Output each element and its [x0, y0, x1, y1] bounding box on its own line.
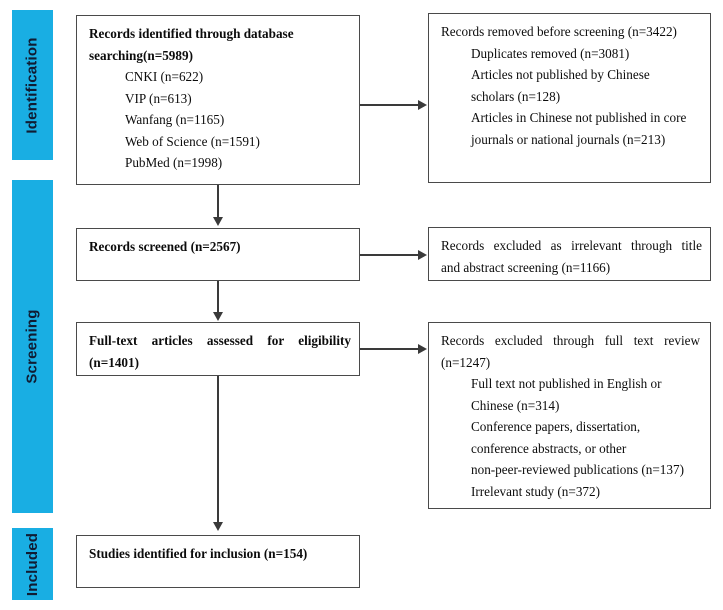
excluded-fulltext-heading-line2: (n=1247) [441, 354, 491, 370]
arrowhead-identified-to-removed [418, 99, 427, 110]
source-web-of-science: Web of Science (n=1591) [125, 133, 260, 149]
connector-identified-to-screened [217, 185, 219, 219]
excluded-title-abstract-line1: Records excluded as irrelevant through t… [441, 238, 702, 253]
source-cnki: CNKI (n=622) [125, 69, 204, 84]
connector-screened-to-excluded-title [360, 254, 419, 256]
stage-bar-identification: Identification [12, 10, 53, 160]
removed-not-core-journals-line1: Articles in Chinese not published in cor… [471, 110, 687, 125]
connector-fulltext-to-included [217, 376, 219, 524]
records-identified-title-line2: searching(n=5989) [89, 47, 193, 63]
removed-duplicates: Duplicates removed (n=3081) [471, 45, 630, 61]
box-excluded-fulltext: Records excluded through full text revie… [428, 322, 711, 509]
studies-included-title: Studies identified for inclusion (n=154) [89, 546, 308, 561]
records-removed-heading: Records removed before screening (n=3422… [441, 24, 677, 39]
arrowhead-screened-to-fulltext [212, 312, 223, 321]
stage-label-included: Included [24, 532, 41, 596]
arrowhead-fulltext-to-excluded-fulltext [418, 343, 427, 354]
box-records-identified: Records identified through database sear… [76, 15, 360, 185]
arrowhead-screened-to-excluded-title [418, 249, 427, 260]
box-records-removed: Records removed before screening (n=3422… [428, 13, 711, 183]
fulltext-assessed-title-line2: (n=1401) [89, 354, 140, 370]
box-records-screened: Records screened (n=2567) [76, 228, 360, 281]
excluded-reason-language-line1: Full text not published in English or [471, 376, 662, 391]
arrowhead-fulltext-to-included [212, 522, 223, 531]
source-pubmed: PubMed (n=1998) [125, 155, 223, 170]
fulltext-assessed-title-line1: Full-text articles assessed for eligibil… [89, 333, 351, 348]
stage-bar-screening: Screening [12, 180, 53, 513]
removed-not-chinese-scholars-line2: scholars (n=128) [471, 88, 561, 104]
connector-fulltext-to-excluded-fulltext [360, 348, 419, 350]
stage-label-identification: Identification [24, 36, 42, 134]
arrowhead-identified-to-screened [212, 217, 223, 226]
excluded-reason-irrelevant: Irrelevant study (n=372) [471, 483, 601, 499]
removed-not-core-journals-line2: journals or national journals (n=213) [471, 131, 666, 147]
excluded-title-abstract-line2: and abstract screening (n=1166) [441, 259, 611, 275]
box-studies-included: Studies identified for inclusion (n=154) [76, 535, 360, 588]
source-wanfang: Wanfang (n=1165) [125, 112, 225, 127]
records-identified-title-line1: Records identified through database [89, 26, 294, 41]
stage-label-screening: Screening [24, 309, 42, 384]
excluded-reason-publication-type-line1: Conference papers, dissertation, [471, 419, 641, 434]
records-screened-title: Records screened (n=2567) [89, 239, 241, 254]
excluded-reason-publication-type-line2: conference abstracts, or other [471, 440, 627, 456]
connector-screened-to-fulltext [217, 281, 219, 314]
source-vip: VIP (n=613) [125, 90, 192, 106]
excluded-reason-language-line2: Chinese (n=314) [471, 397, 560, 413]
removed-not-chinese-scholars-line1: Articles not published by Chinese [471, 67, 650, 82]
box-excluded-title-abstract: Records excluded as irrelevant through t… [428, 227, 711, 281]
excluded-fulltext-heading-line1: Records excluded through full text revie… [441, 333, 700, 348]
excluded-reason-publication-type-line3: non-peer-reviewed publications (n=137) [471, 462, 684, 477]
connector-identified-to-removed [360, 104, 419, 106]
box-fulltext-assessed: Full-text articles assessed for eligibil… [76, 322, 360, 376]
stage-bar-included: Included [12, 528, 53, 600]
